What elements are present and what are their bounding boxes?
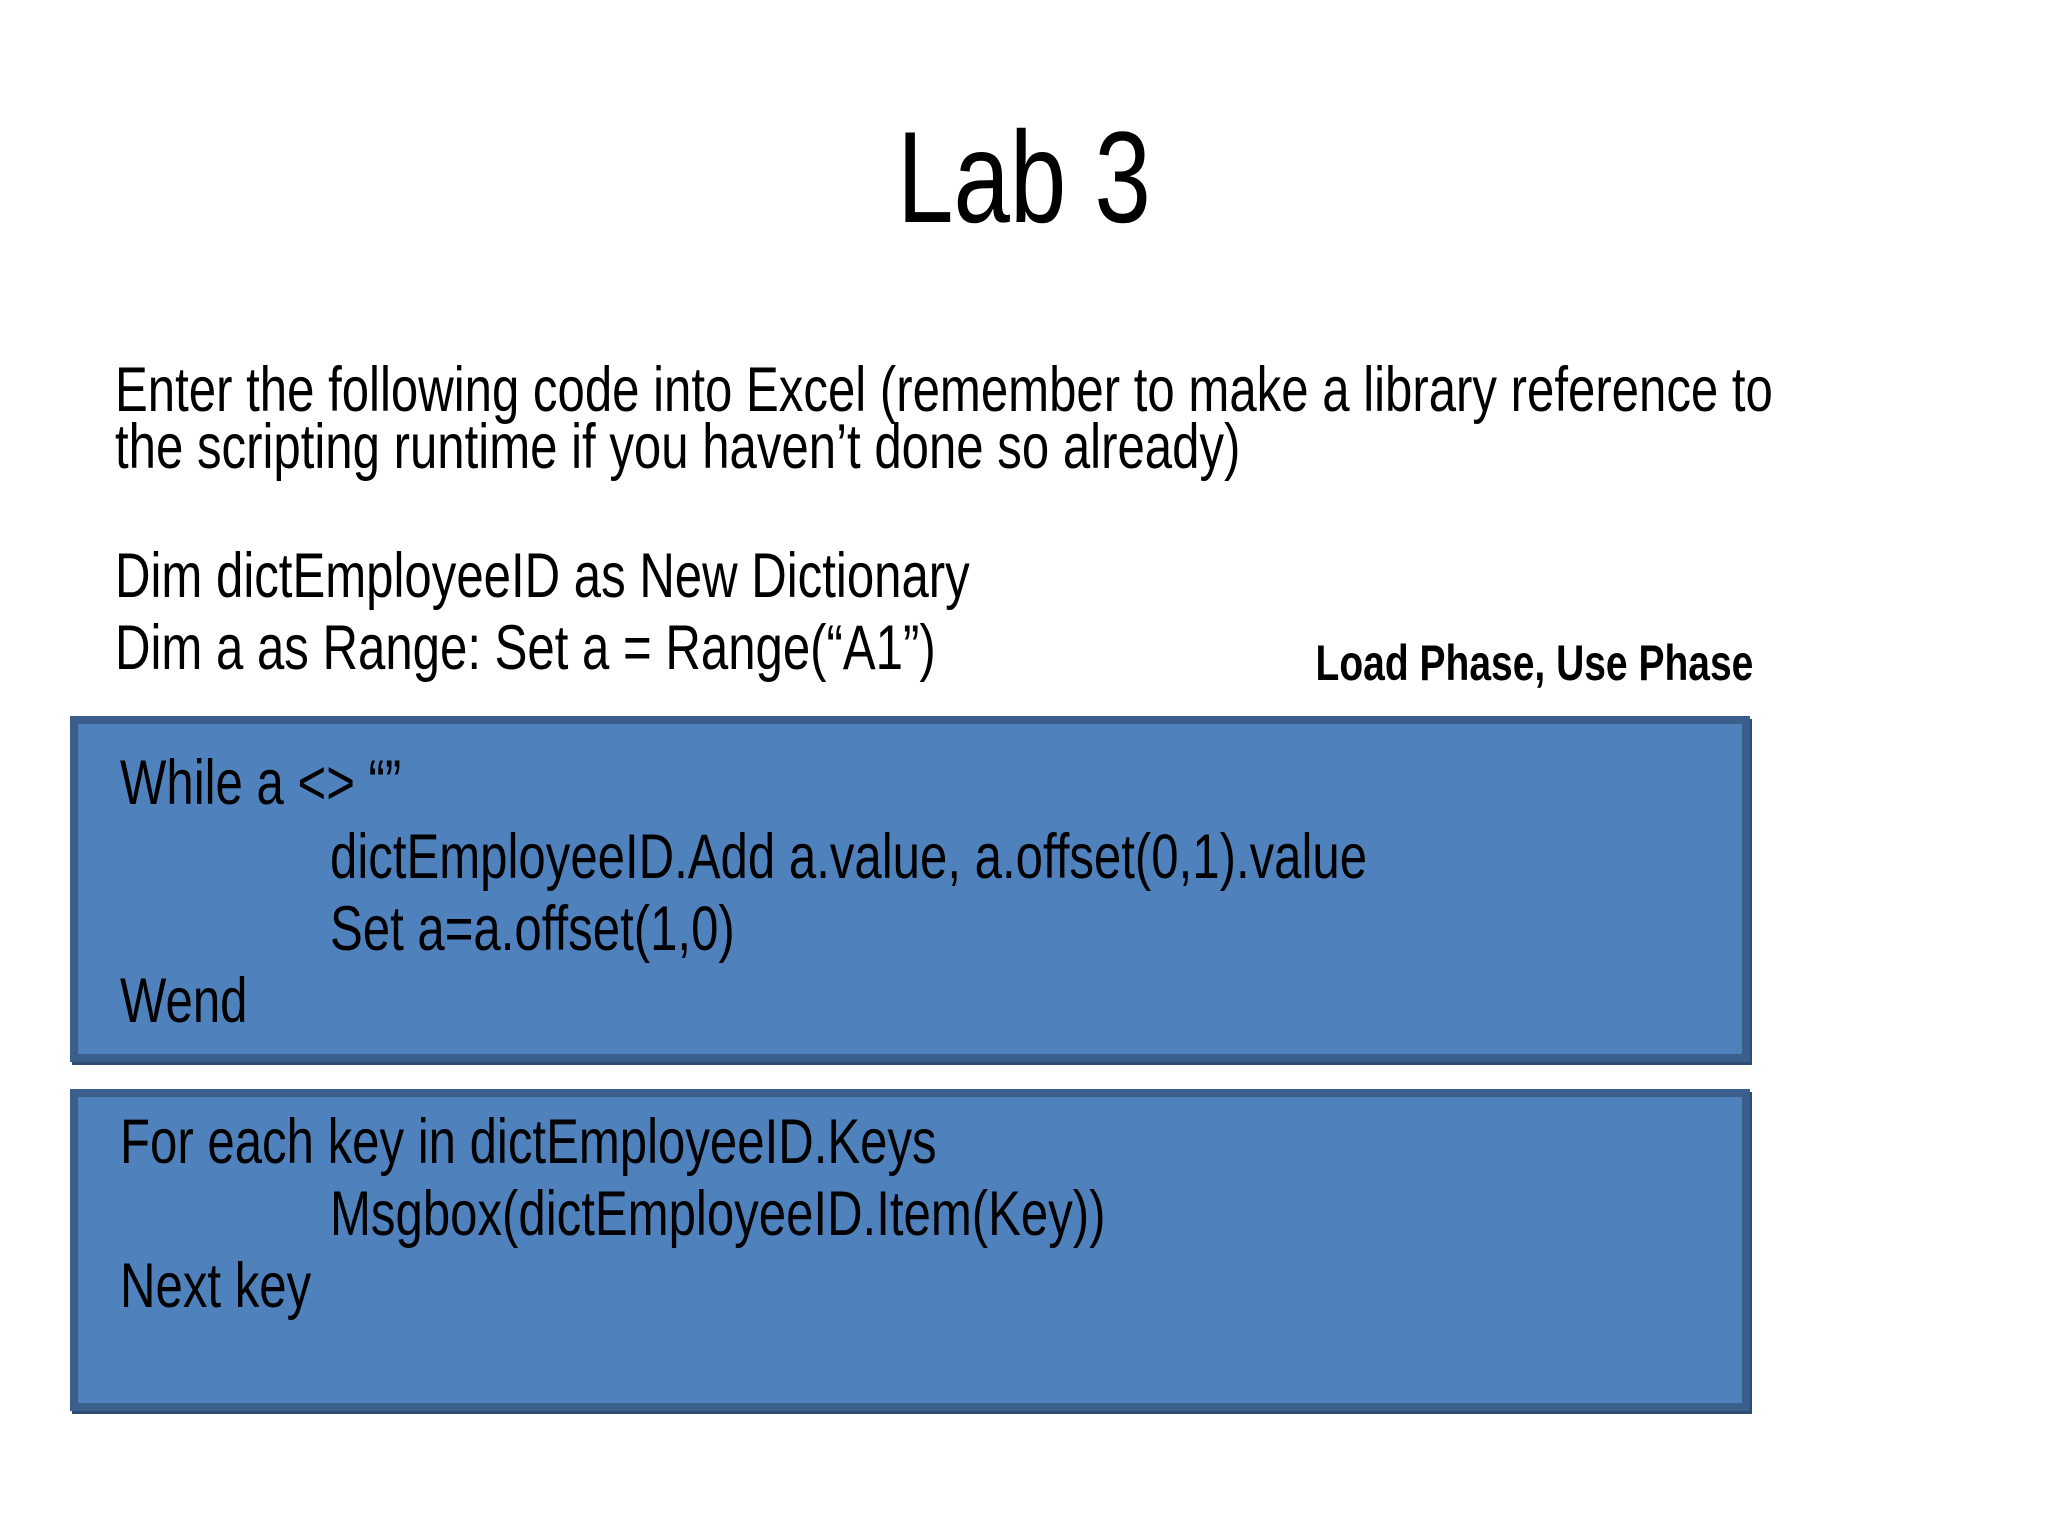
code-line-wend: Wend [120,966,248,1036]
declaration-line-dim-dictionary: Dim dictEmployeeID as New Dictionary [115,541,970,611]
use-phase-code-box: For each key in dictEmployeeID.Keys Msgb… [70,1089,1750,1411]
code-line-msgbox: Msgbox(dictEmployeeID.Item(Key)) [330,1179,1106,1249]
code-line-while: While a <> “” [120,748,402,818]
code-line-next-key: Next key [120,1251,312,1321]
code-line-for-each: For each key in dictEmployeeID.Keys [120,1107,937,1177]
code-line-dict-add: dictEmployeeID.Add a.value, a.offset(0,1… [330,822,1368,892]
load-phase-code-box: While a <> “” dictEmployeeID.Add a.value… [70,716,1750,1062]
code-line-set-offset: Set a=a.offset(1,0) [330,894,735,964]
phase-label: Load Phase, Use Phase [1315,635,1753,691]
intro-paragraph-line-1: Enter the following code into Excel (rem… [115,355,1773,425]
declaration-line-dim-range: Dim a as Range: Set a = Range(“A1”) [115,613,936,683]
slide-title: Lab 3 [897,104,1151,250]
intro-paragraph-line-2: the scripting runtime if you haven’t don… [115,412,1241,482]
